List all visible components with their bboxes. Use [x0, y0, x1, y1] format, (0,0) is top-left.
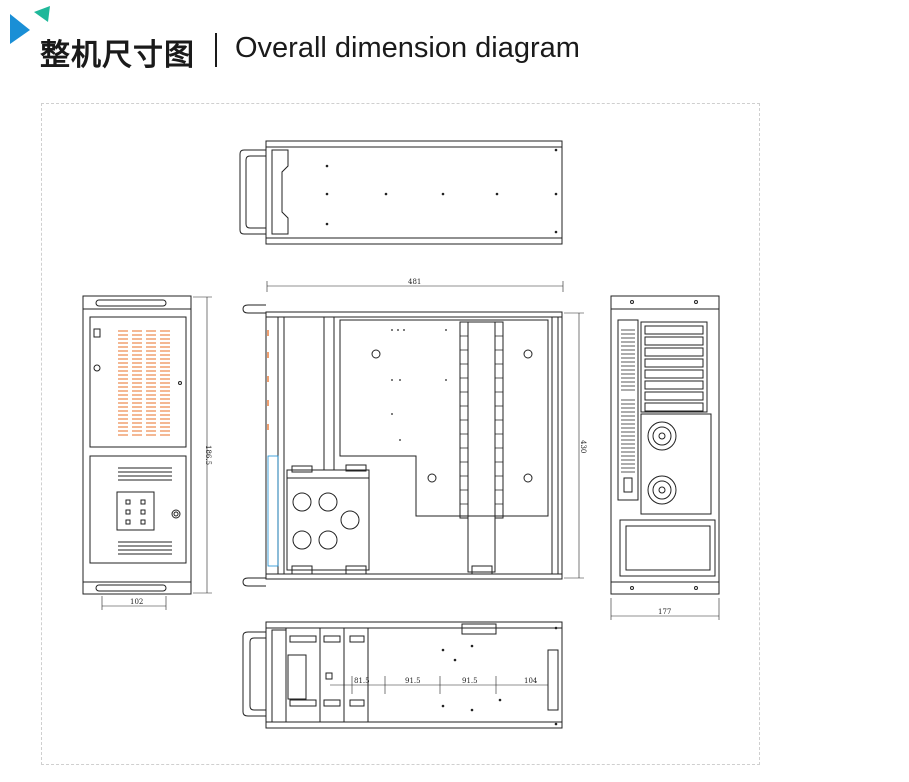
top-internal-view [242, 281, 584, 587]
slot-spacing-2-label: 91.5 [405, 677, 421, 685]
page-title-english: Overall dimension diagram [235, 32, 580, 64]
rear-width-dimension-label: 177 [658, 608, 671, 616]
front-view [82, 295, 212, 610]
height-dimension-label: 186.5 [204, 445, 212, 465]
page-title-chinese: 整机尺寸图 [40, 38, 195, 73]
rear-view [610, 295, 720, 620]
depth-dimension-label: 430 [579, 440, 587, 453]
width-dimension-label: 481 [408, 278, 421, 286]
front-handle-span-label: 102 [130, 598, 143, 606]
top-side-view [239, 140, 563, 245]
bottom-view [242, 621, 563, 729]
slot-spacing-4-label: 104 [524, 677, 538, 685]
slot-spacing-1-label: 81.5 [354, 677, 370, 685]
slot-spacing-3-label: 91.5 [462, 677, 478, 685]
brand-logo-icon [10, 6, 50, 44]
title-divider [215, 33, 217, 67]
diagram-frame [41, 103, 760, 765]
